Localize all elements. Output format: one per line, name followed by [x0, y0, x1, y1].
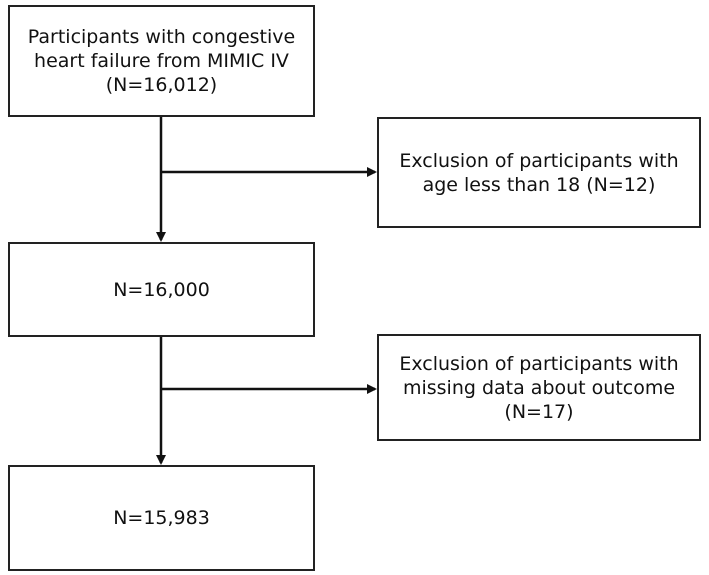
box-start-line-3: (N=16,012) — [105, 74, 218, 96]
box-after-age-exclusion: N=16,000 — [8, 242, 315, 337]
box-after-age-line-1: N=16,000 — [113, 278, 210, 301]
box-exclusion-age-line-2: age less than 18 (N=12) — [422, 173, 656, 196]
box-exclusion-outcome-line-3: (N=17) — [504, 400, 574, 423]
box-exclusion-outcome: Exclusion of participants with missing d… — [377, 334, 701, 441]
box-final-cohort: N=15,983 — [8, 465, 315, 571]
box-exclusion-outcome-line-2: missing data about outcome — [402, 376, 676, 399]
box-exclusion-age-line-1: Exclusion of participants with — [399, 149, 679, 172]
box-start-participants: Participants with congestive heart failu… — [8, 5, 315, 117]
box-final-line-1: N=15,983 — [113, 507, 210, 529]
box-exclusion-outcome-line-1: Exclusion of participants with — [399, 352, 679, 375]
box-start-line-2: heart failure from MIMIC IV — [34, 50, 289, 72]
box-start-line-1: Participants with congestive — [27, 26, 296, 48]
box-exclusion-age: Exclusion of participants with age less … — [377, 117, 701, 228]
